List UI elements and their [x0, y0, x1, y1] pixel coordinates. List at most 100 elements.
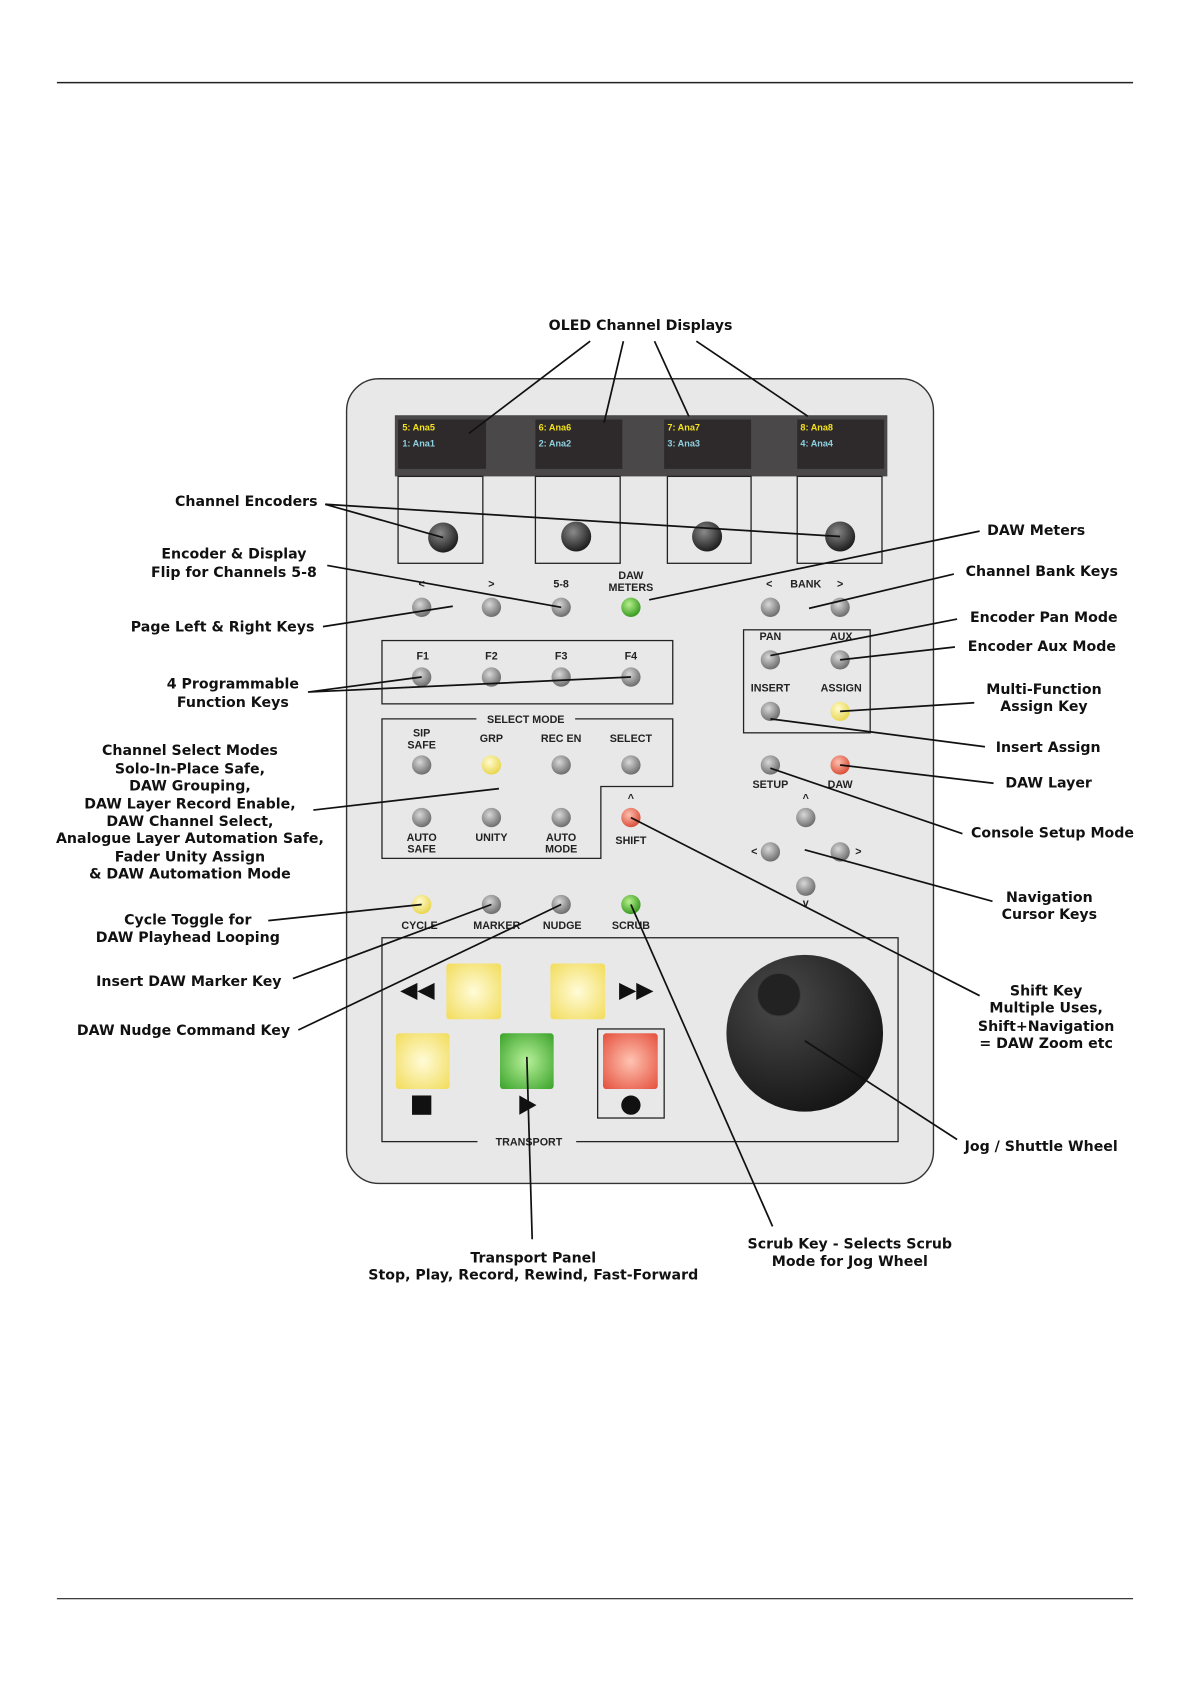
setup-button[interactable]: [760, 755, 781, 775]
rewind-button[interactable]: [446, 963, 502, 1020]
shift-label: SHIFT: [615, 835, 646, 847]
record-button[interactable]: [603, 1033, 658, 1090]
nav-right-label: >: [855, 846, 861, 858]
daw-meters-label: DAW: [618, 570, 644, 582]
select-button[interactable]: [621, 755, 641, 775]
rec-en-label: REC EN: [541, 733, 582, 745]
svg-text:= DAW Zoom etc: = DAW Zoom etc: [979, 1036, 1113, 1052]
nudge-label: NUDGE: [543, 920, 582, 932]
unity-label: UNITY: [475, 832, 507, 844]
rec-en-button[interactable]: [551, 755, 571, 775]
unity-button[interactable]: [481, 807, 502, 828]
shift-arrow-label: ^: [628, 793, 635, 805]
f3-label: F3: [555, 650, 568, 662]
grp-label: GRP: [480, 733, 503, 745]
flip-label: 5-8: [553, 579, 569, 591]
oled-bottom-text: 4: Ana4: [800, 439, 834, 449]
nav-down-button[interactable]: [796, 876, 816, 896]
setup-label: SETUP: [753, 779, 789, 791]
encoder-mode-frame: [742, 629, 871, 734]
callout-assign: Multi-Function: [986, 682, 1101, 698]
callout-select-modes: Channel Select Modes Solo-In-Place Safe,…: [56, 743, 324, 882]
svg-text:Shift Key: Shift Key: [1010, 983, 1083, 999]
nav-left-button[interactable]: [760, 842, 781, 862]
sip-safe-label: SIP: [413, 728, 430, 740]
f2-label: F2: [485, 650, 498, 662]
sip-safe-label: SAFE: [407, 740, 436, 752]
auto-safe-label: AUTO: [407, 832, 437, 844]
svg-text:DAW Layer Record Enable,: DAW Layer Record Enable,: [84, 797, 295, 813]
nav-left-label: <: [751, 846, 757, 858]
encoder-frame: [666, 475, 752, 564]
svg-text:DAW Grouping,: DAW Grouping,: [129, 778, 251, 794]
bank-left-label: <: [766, 579, 772, 591]
grp-button[interactable]: [481, 755, 502, 775]
jog-shuttle-wheel[interactable]: [726, 954, 884, 1112]
callout-setup: Console Setup Mode: [971, 826, 1134, 842]
page-left-button[interactable]: [412, 597, 432, 617]
callout-cycle: DAW Playhead Looping: [96, 930, 280, 946]
oled-bottom-text: 1: Ana1: [402, 439, 435, 449]
oled-top-text: 8: Ana8: [800, 423, 833, 433]
sip-safe-button[interactable]: [412, 755, 432, 775]
oled-display-3: 7: Ana7 3: Ana3: [664, 419, 752, 469]
select-mode-frame: [381, 718, 674, 860]
transport-title-bg: [477, 1135, 577, 1150]
encoder-frame: [534, 475, 621, 564]
pan-button[interactable]: [760, 650, 781, 670]
callout-scrub: Scrub Key - Selects Scrub: [748, 1237, 953, 1253]
f4-label: F4: [625, 650, 638, 662]
fast-forward-button[interactable]: [550, 963, 606, 1020]
auto-mode-button[interactable]: [551, 807, 571, 828]
encoder-frame: [397, 475, 484, 564]
callout-lines: [268, 340, 994, 1240]
bank-right-label: >: [837, 579, 843, 591]
svg-text:Channel Select Modes: Channel Select Modes: [102, 743, 278, 759]
callout-aux: Encoder Aux Mode: [968, 639, 1116, 655]
channel-encoder-2[interactable]: [561, 521, 592, 552]
record-frame: [597, 1028, 665, 1119]
nav-up-button[interactable]: [796, 807, 816, 828]
f3-button[interactable]: [551, 667, 571, 687]
oled-bottom-text: 3: Ana3: [667, 439, 700, 449]
daw-label: DAW: [828, 779, 854, 791]
stop-button[interactable]: [395, 1033, 450, 1090]
f1-label: F1: [416, 650, 429, 662]
daw-meters-button[interactable]: [621, 597, 641, 617]
callout-fkeys: Function Keys: [177, 695, 289, 711]
function-keys-frame: [381, 639, 674, 705]
oled-bottom-text: 2: Ana2: [539, 439, 572, 449]
nav-right-button[interactable]: [830, 842, 850, 862]
callout-fkeys: 4 Programmable: [167, 677, 299, 693]
oled-display-4: 8: Ana8 4: Ana4: [797, 419, 885, 469]
callout-daw-meters: DAW Meters: [987, 523, 1085, 539]
svg-text:Analogue Layer Automation Safe: Analogue Layer Automation Safe,: [56, 831, 324, 847]
callout-daw-layer: DAW Layer: [1005, 775, 1092, 791]
record-icon: [621, 1095, 641, 1115]
select-mode-title: SELECT MODE: [487, 714, 564, 726]
callout-nav: Navigation: [1006, 890, 1093, 906]
callout-page-keys: Page Left & Right Keys: [131, 620, 315, 636]
auto-safe-button[interactable]: [412, 807, 432, 828]
svg-text:& DAW Automation Mode: & DAW Automation Mode: [89, 866, 291, 882]
callout-cycle: Cycle Toggle for: [124, 913, 251, 929]
callout-insert: Insert Assign: [996, 740, 1101, 756]
auto-safe-label: SAFE: [407, 844, 436, 856]
oled-top-text: 7: Ana7: [667, 423, 700, 433]
insert-label: INSERT: [751, 683, 791, 695]
f2-button[interactable]: [481, 667, 502, 687]
callout-shift: Shift Key Multiple Uses, Shift+Navigatio…: [978, 983, 1115, 1052]
insert-button[interactable]: [760, 701, 781, 722]
transport-frame: [381, 937, 899, 1143]
callout-scrub: Mode for Jog Wheel: [772, 1254, 928, 1270]
callout-assign: Assign Key: [1000, 699, 1087, 715]
callout-transport: Stop, Play, Record, Rewind, Fast-Forward: [368, 1268, 698, 1284]
nav-down-label: v: [803, 897, 809, 909]
bank-left-button[interactable]: [760, 597, 781, 617]
callout-oled: OLED Channel Displays: [549, 318, 733, 334]
page-right-button[interactable]: [481, 597, 502, 617]
channel-encoder-3[interactable]: [692, 521, 723, 552]
